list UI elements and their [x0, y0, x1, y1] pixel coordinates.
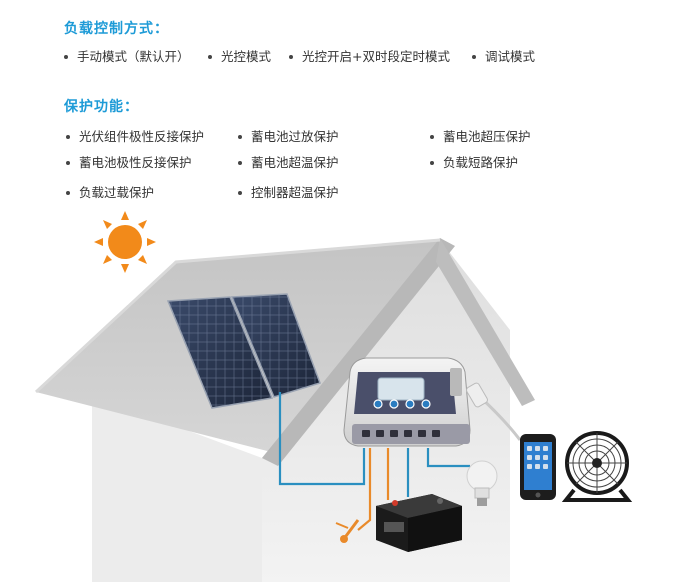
list-item: 光伏组件极性反接保护 [66, 126, 204, 145]
bullet-icon [208, 54, 212, 59]
list-item: 光控开启+双时段定时模式 [289, 46, 450, 65]
solar-panel [166, 293, 321, 409]
light-bulb-icon [466, 460, 498, 506]
bullet-icon [238, 190, 242, 195]
bullet-icon [430, 160, 434, 165]
bullet-icon [66, 190, 70, 195]
bullet-icon [472, 54, 476, 59]
bullet-icon [289, 54, 293, 59]
list-item: 负载过载保护 [66, 182, 154, 201]
list-item: 手动模式（默认开） [64, 46, 190, 65]
load-control-title: 负载控制方式： [64, 21, 169, 37]
list-item: 调试模式 [472, 46, 535, 65]
list-item: 蓄电池过放保护 [238, 126, 339, 145]
sun-icon [94, 211, 156, 273]
bullet-icon [238, 134, 242, 139]
bullet-icon [238, 160, 242, 165]
list-item: 蓄电池超温保护 [238, 152, 339, 171]
bullet-icon [66, 160, 70, 165]
list-item: 负载短路保护 [430, 152, 518, 171]
battery [376, 494, 462, 552]
list-item: 光控模式 [208, 46, 271, 65]
bullet-icon [64, 54, 68, 59]
list-item: 蓄电池超压保护 [430, 126, 531, 145]
fan-icon [561, 431, 633, 502]
list-item: 控制器超温保护 [238, 182, 339, 201]
protection-title: 保护功能： [64, 99, 139, 115]
bullet-icon [430, 134, 434, 139]
smartphone-icon [520, 434, 556, 500]
temperature-sensor-icon [335, 519, 360, 543]
list-item: 蓄电池极性反接保护 [66, 152, 192, 171]
solar-charge-controller [343, 357, 488, 447]
bullet-icon [66, 134, 70, 139]
